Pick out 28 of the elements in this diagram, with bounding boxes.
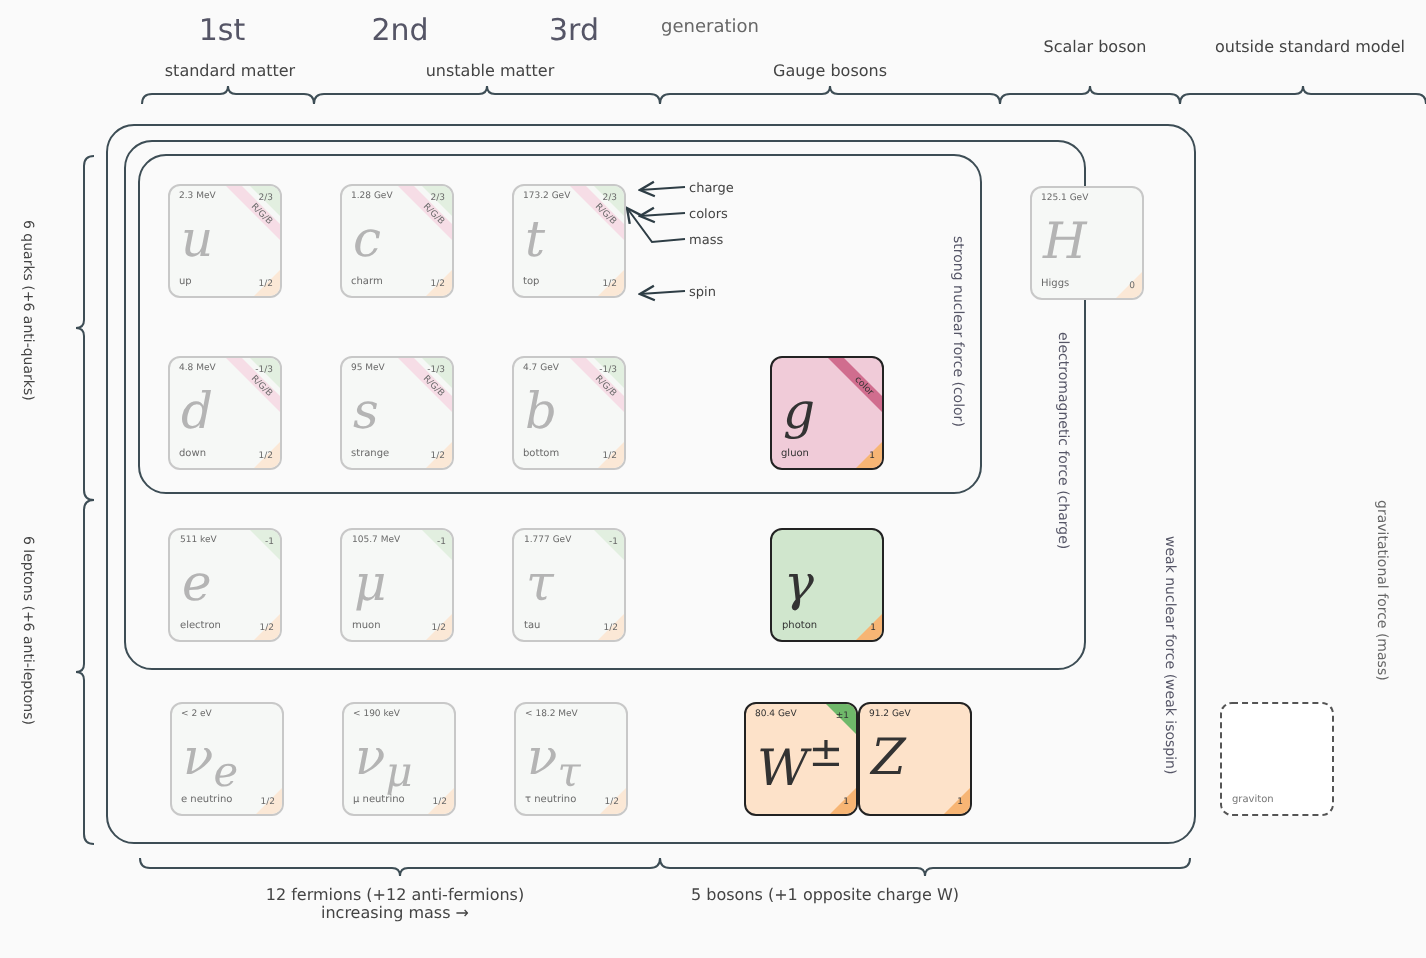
particle-symbol: d xyxy=(181,381,214,439)
particle-symbol: μ xyxy=(354,554,387,612)
particle-symbol: b xyxy=(525,381,558,439)
particle-symbol: Z xyxy=(871,727,906,785)
ordinal-label: 2nd xyxy=(369,12,431,48)
particle-symbol: W$^{±}$ xyxy=(757,727,844,796)
group-label: Gauge bosons xyxy=(771,62,889,80)
particle-symbol: s xyxy=(353,381,379,439)
ordinal-label: 3rd xyxy=(547,12,601,48)
particle-symbol: H xyxy=(1043,211,1087,269)
group-label: standard matter xyxy=(162,62,298,80)
particle-symbol: g xyxy=(783,381,816,439)
particle-symbol: τ xyxy=(526,554,554,612)
particle-symbol: γ xyxy=(784,554,814,612)
particle-symbol: ν$_{e}$ xyxy=(183,727,239,795)
particle-symbol: ν$_{μ}$ xyxy=(355,727,413,795)
particle-symbol: u xyxy=(181,209,214,267)
particle-symbol: ν$_{τ}$ xyxy=(527,727,581,795)
particle-symbol: e xyxy=(182,554,212,612)
group-label: unstable matter xyxy=(423,62,557,80)
ordinal-label: 1st xyxy=(196,12,248,48)
group-label: Scalar boson xyxy=(1041,38,1149,56)
group-label: 12 fermions (+12 anti-fermions) increasing mass → xyxy=(263,886,527,922)
particle-symbol: c xyxy=(353,209,382,267)
group-label: 5 bosons (+1 opposite charge W) xyxy=(689,886,961,904)
particle-symbol: t xyxy=(525,209,546,267)
group-label: outside standard model xyxy=(1213,38,1407,56)
heading-label: generation xyxy=(659,18,761,38)
